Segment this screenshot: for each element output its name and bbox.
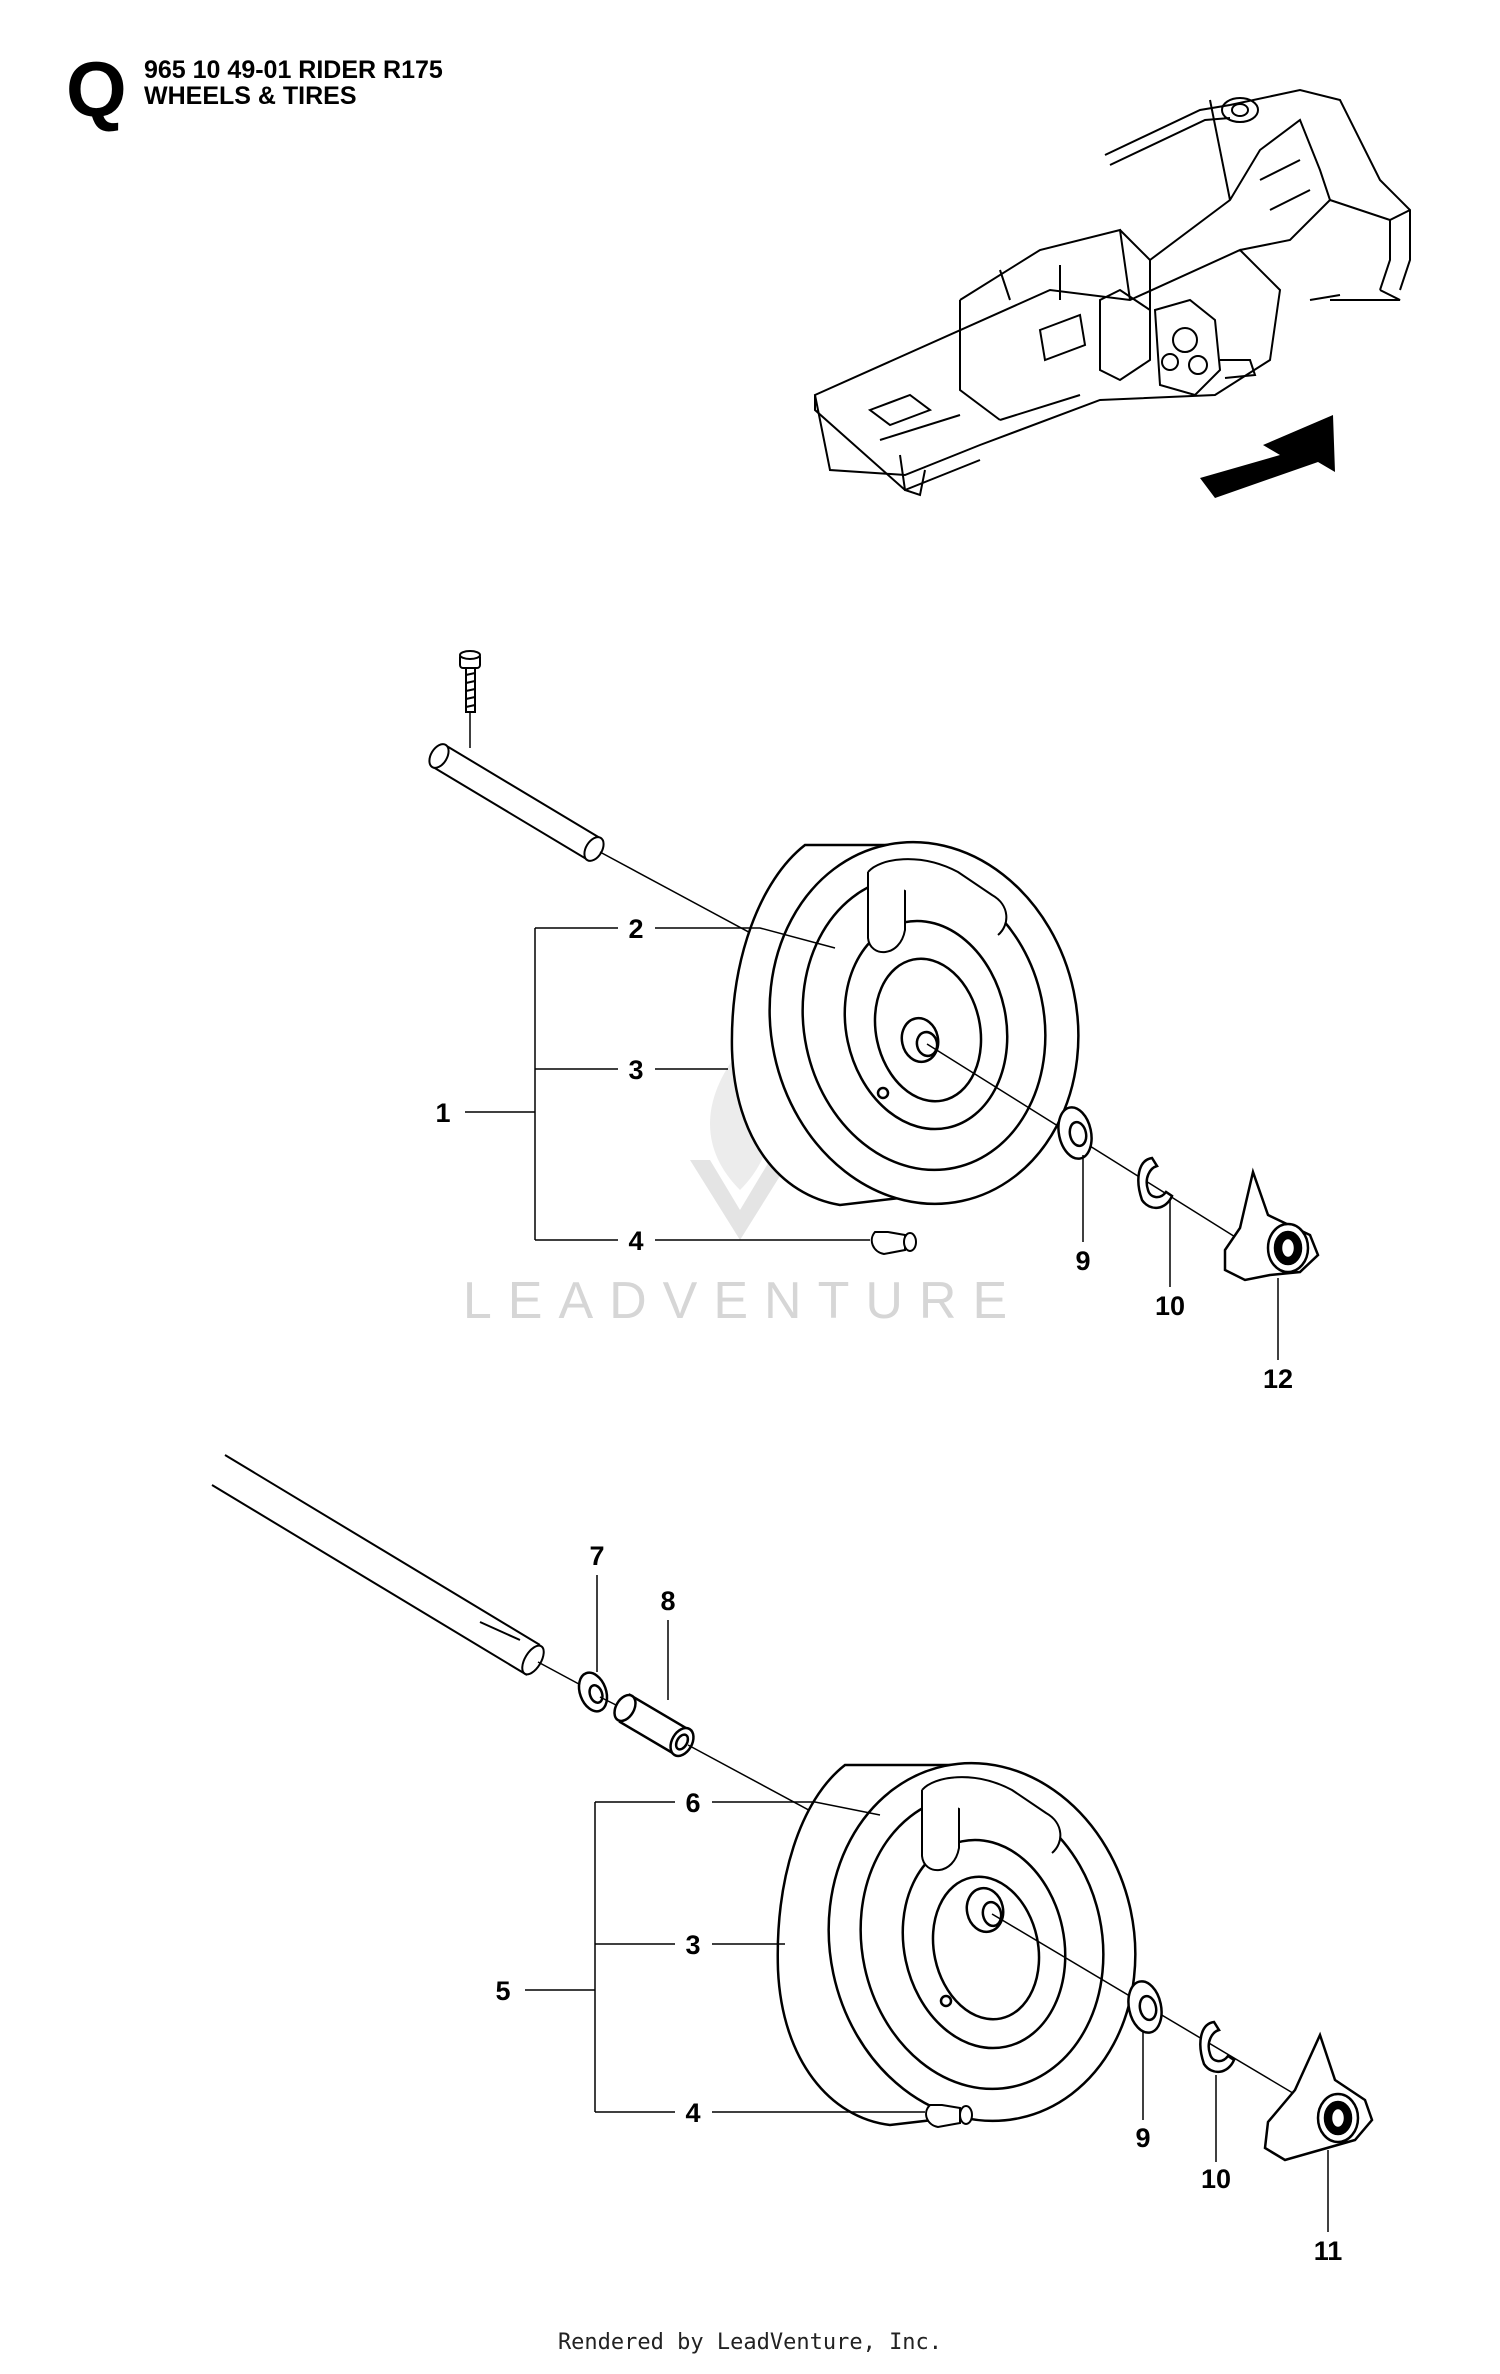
front-wheel — [730, 840, 1080, 1207]
front-washer — [1057, 1106, 1093, 1160]
rear-axle-shaft — [211, 1454, 545, 1676]
rear-hubcap — [1263, 2031, 1374, 2162]
view-direction-arrow — [1200, 415, 1335, 498]
rear-wheel — [776, 1761, 1137, 2127]
callout-4-rear: 4 — [685, 2098, 700, 2128]
footer-credit: Rendered by LeadVenture, Inc. — [557, 2330, 943, 2355]
section-letter: Q — [66, 45, 127, 133]
rear-leader-lines — [525, 1575, 1329, 2232]
callout-10: 10 — [1155, 1291, 1185, 1321]
callout-11: 11 — [1314, 2236, 1343, 2266]
rear-small-washer — [577, 1671, 609, 1713]
rear-clip — [1199, 2020, 1236, 2073]
callout-12: 12 — [1263, 1364, 1293, 1394]
callout-2: 2 — [628, 914, 643, 944]
rear-spacer — [613, 1693, 695, 1758]
front-axle-pin — [428, 743, 605, 862]
front-valve-stem — [870, 1231, 917, 1256]
watermark-text: LEADVENTURE — [463, 1272, 1023, 1330]
callout-1: 1 — [435, 1098, 450, 1128]
callout-9: 9 — [1075, 1246, 1090, 1276]
callout-8: 8 — [660, 1586, 675, 1616]
front-axle-bolt — [459, 650, 481, 713]
callout-3-rear: 3 — [685, 1930, 700, 1960]
callout-7: 7 — [589, 1541, 604, 1571]
tractor-frame-overview — [813, 88, 1411, 497]
front-hubcap — [1223, 1167, 1320, 1282]
callout-6: 6 — [685, 1788, 700, 1818]
page-title: WHEELS & TIRES — [144, 82, 357, 110]
rear-valve-stem — [925, 2104, 973, 2129]
model-line: 965 10 49-01 RIDER R175 — [144, 56, 443, 84]
callout-9-rear: 9 — [1135, 2123, 1150, 2153]
callout-4: 4 — [628, 1226, 643, 1256]
callout-10-rear: 10 — [1201, 2164, 1231, 2194]
front-leader-lines — [465, 927, 1279, 1360]
callout-5: 5 — [495, 1976, 510, 2006]
rear-washer — [1127, 1980, 1163, 2034]
front-clip — [1137, 1156, 1174, 1209]
callout-3: 3 — [628, 1055, 643, 1085]
